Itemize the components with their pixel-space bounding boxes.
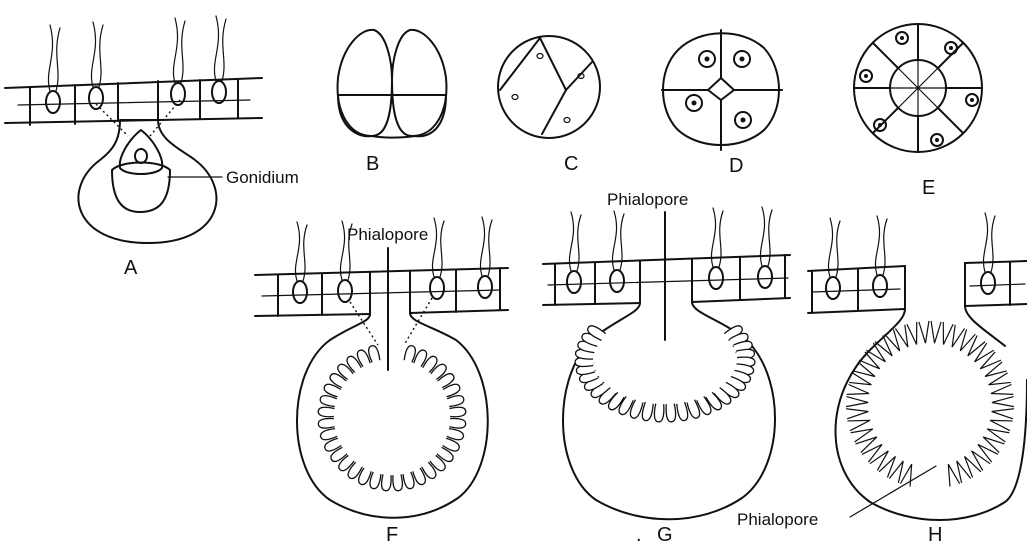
- panel-e: E: [854, 24, 982, 199]
- daughter-cell: [450, 407, 466, 416]
- inverted-daughter-cell: [846, 409, 868, 419]
- inverted-daughter-cell: [862, 444, 882, 462]
- daughter-cell: [642, 402, 653, 421]
- panel-c: C: [498, 36, 600, 175]
- daughter-cell: [382, 474, 392, 490]
- daughter-cell: [654, 404, 663, 422]
- panel-a: Gonidium A: [5, 16, 299, 279]
- panel-h-surface-cells: [808, 213, 1027, 313]
- panel-g-surface-cells: [543, 207, 790, 305]
- daughter-cell: [449, 419, 465, 429]
- daughter-cell: [393, 474, 403, 490]
- panel-c-label: C: [564, 153, 578, 175]
- inverted-daughter-cell: [985, 362, 1007, 377]
- panel-f: Phialopore F: [255, 217, 508, 544]
- panel-h-label: H: [928, 524, 942, 544]
- inverted-daughter-cell: [866, 343, 885, 362]
- panel-h-phialopore-label: Phialopore: [737, 510, 818, 529]
- daughter-cell: [404, 346, 415, 363]
- inverted-daughter-cell: [992, 397, 1014, 407]
- daughter-cell: [447, 396, 464, 407]
- panel-f-phialopore-label: Phialopore: [347, 225, 428, 244]
- inverted-daughter-cell: [978, 444, 998, 462]
- panel-f-label: F: [386, 524, 398, 544]
- daughter-cell: [370, 472, 381, 489]
- daughter-cell: [677, 402, 688, 421]
- inverted-daughter-cell: [972, 451, 990, 471]
- panel-h: Phialopore H: [737, 213, 1027, 544]
- inverted-daughter-cell: [992, 409, 1014, 419]
- daughter-cell: [321, 429, 338, 440]
- inverted-daughter-cell: [848, 420, 870, 430]
- panel-e-cell-walls: [854, 24, 982, 152]
- inverted-daughter-cell: [907, 322, 917, 344]
- inverted-daughter-cell: [851, 429, 873, 442]
- panel-h-inverted-ring: [846, 321, 1014, 487]
- daughter-cell: [320, 396, 337, 407]
- panel-g: Phialopore G .: [543, 190, 790, 544]
- panel-f-daughter-ring: [318, 346, 466, 491]
- inverted-daughter-cell: [853, 362, 875, 377]
- panel-d-label: D: [729, 155, 743, 177]
- inverted-daughter-cell: [968, 335, 985, 355]
- daughter-cell: [403, 472, 414, 489]
- panel-g-label: G: [657, 524, 673, 544]
- inverted-daughter-cell: [931, 321, 941, 343]
- inverted-daughter-cell: [847, 385, 869, 395]
- inverted-daughter-cell: [957, 461, 971, 483]
- panel-g-phialopore-label: Phialopore: [607, 190, 688, 209]
- daughter-cell: [447, 429, 464, 440]
- inverted-daughter-cell: [870, 451, 888, 471]
- inverted-daughter-cell: [991, 385, 1013, 395]
- inverted-daughter-cell: [875, 335, 892, 355]
- inverted-daughter-cell: [943, 322, 953, 344]
- inverted-daughter-cell: [919, 321, 929, 343]
- daughter-cell: [318, 407, 334, 416]
- panel-b-label: B: [366, 153, 379, 175]
- daughter-cell: [318, 419, 334, 429]
- panel-e-label: E: [922, 177, 935, 199]
- inverted-daughter-cell: [889, 461, 903, 483]
- panel-a-label: A: [124, 257, 138, 279]
- inverted-daughter-cell: [975, 343, 994, 362]
- daughter-cell: [369, 346, 380, 363]
- inverted-daughter-cell: [987, 429, 1009, 442]
- gonidium-label: Gonidium: [226, 168, 299, 187]
- panel-d: D: [662, 30, 782, 177]
- daughter-cell: [666, 404, 675, 422]
- panel-b: B: [338, 30, 448, 175]
- inverted-daughter-cell: [990, 420, 1012, 430]
- inverted-daughter-cell: [960, 329, 975, 351]
- panel-g-dot: .: [636, 524, 642, 544]
- inverted-daughter-cell: [846, 397, 868, 407]
